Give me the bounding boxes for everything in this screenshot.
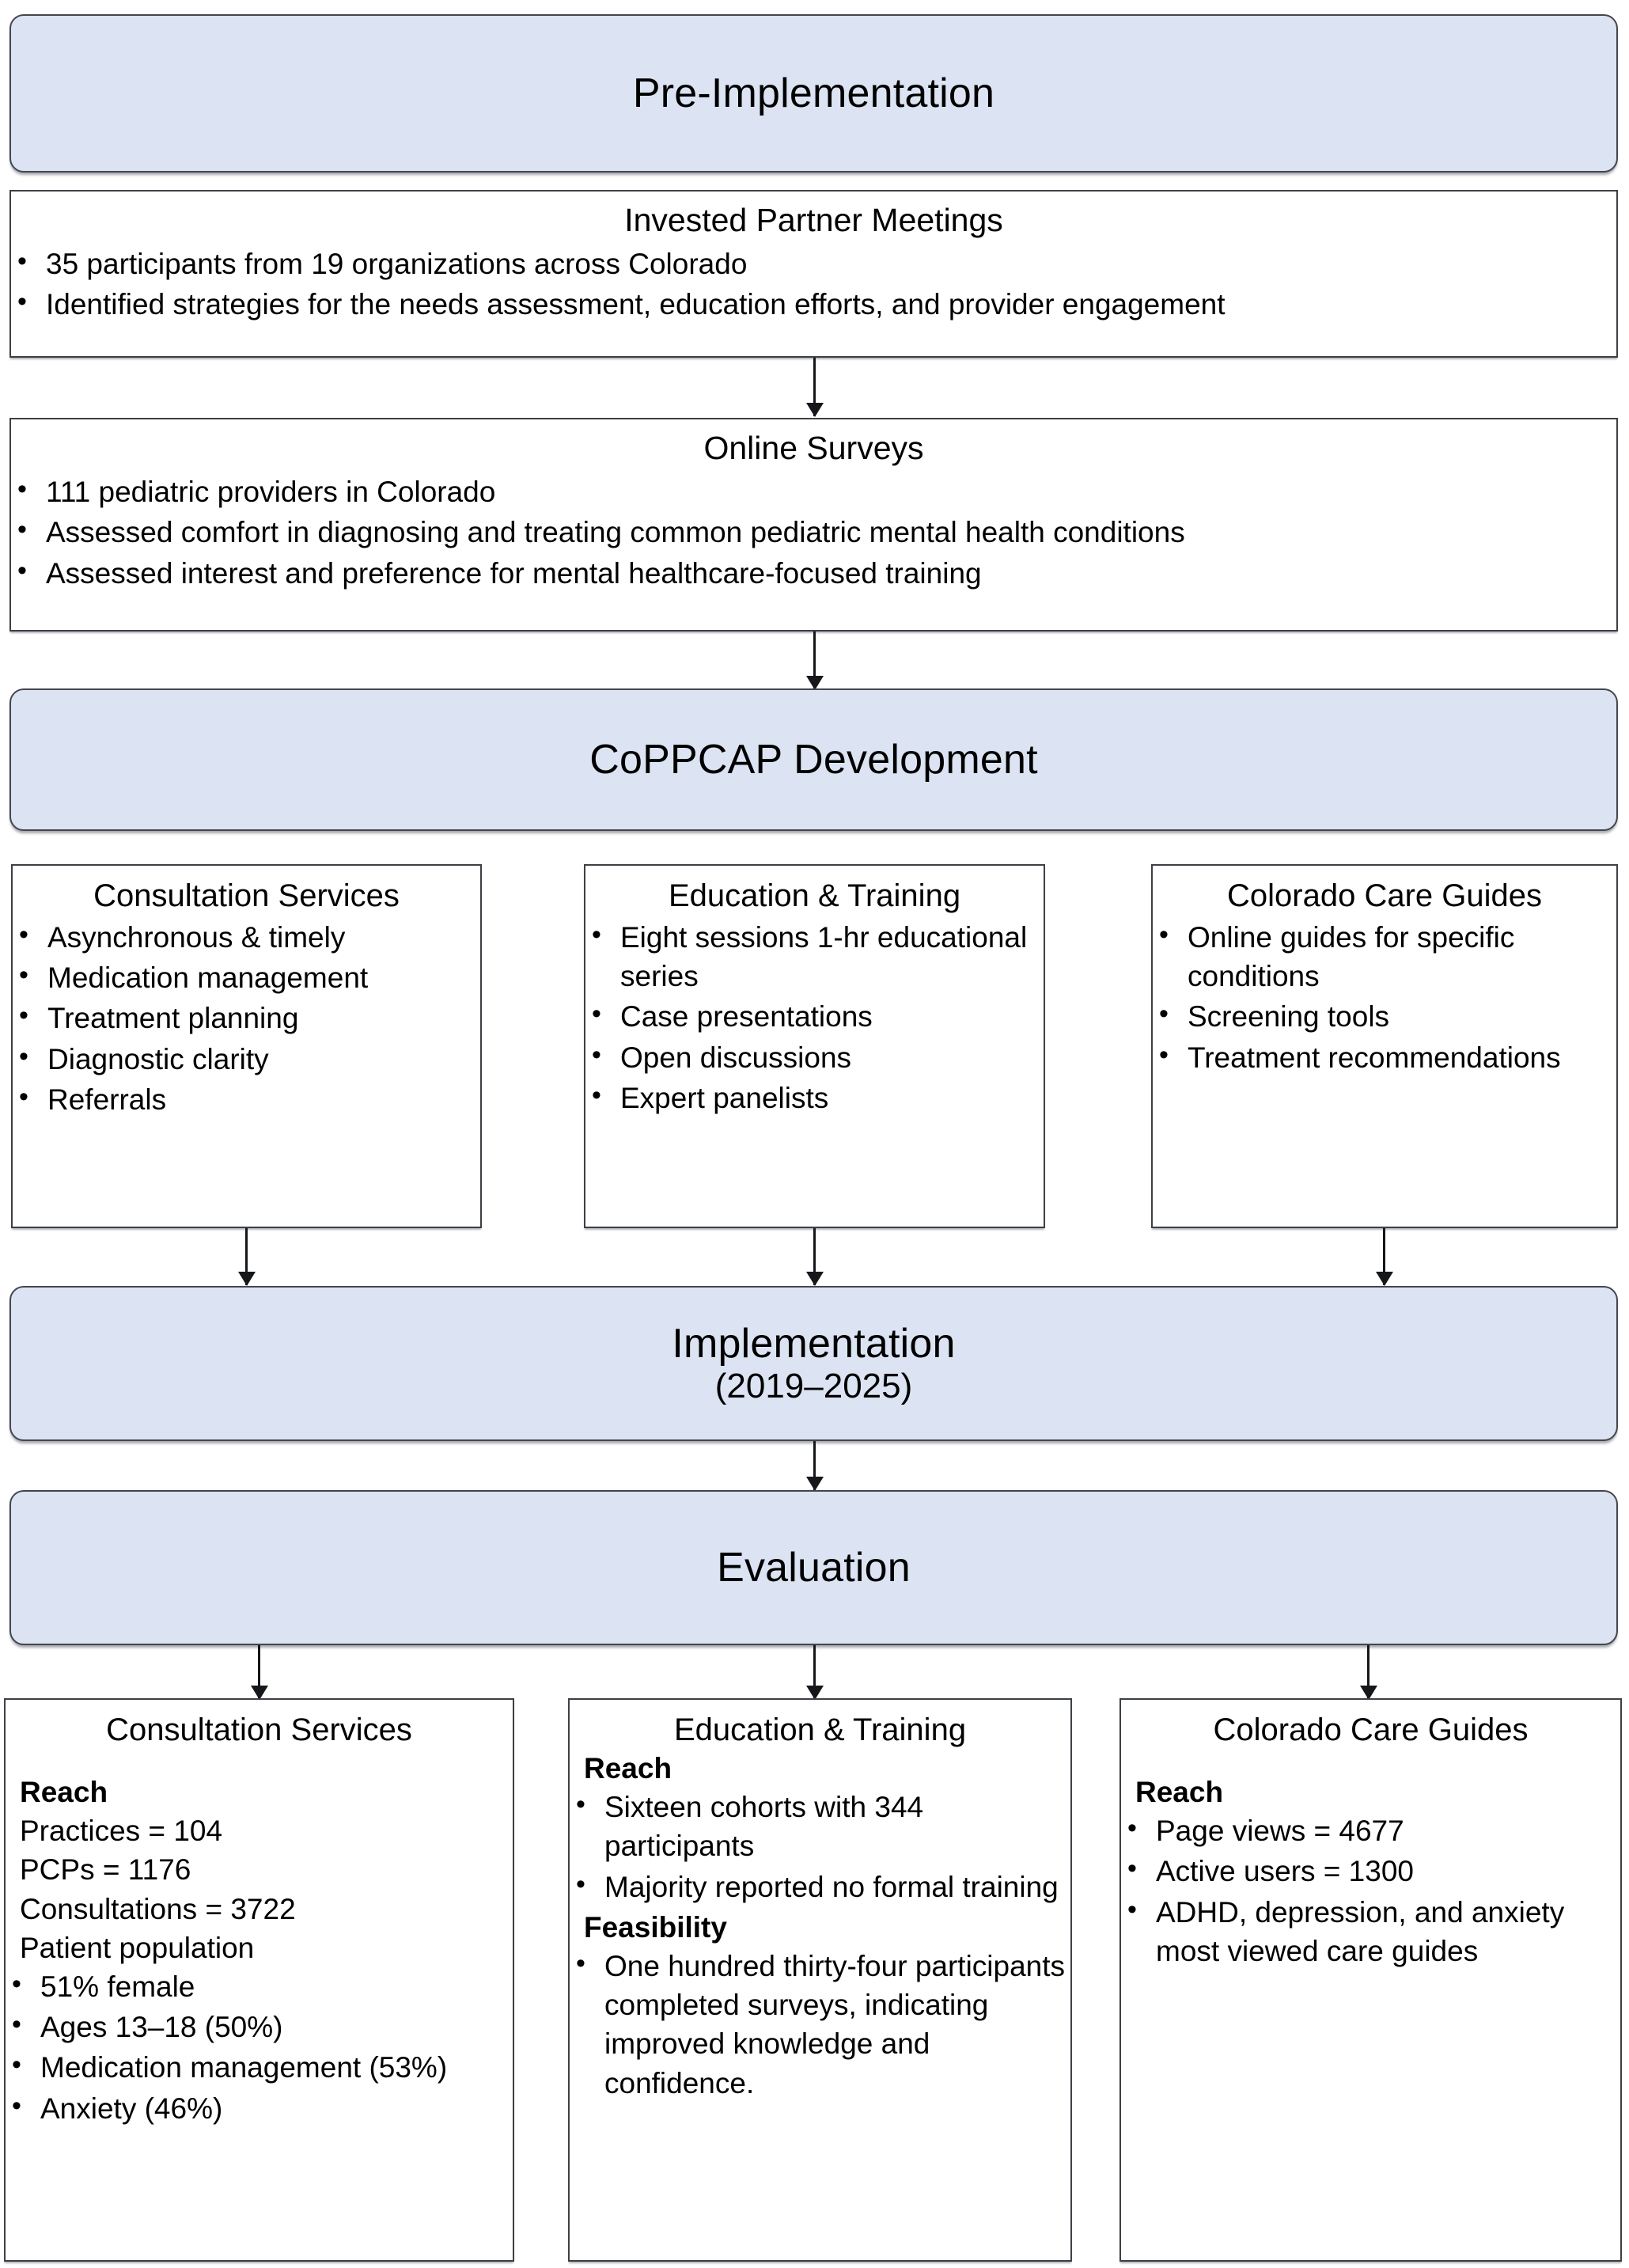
- reach-heading: Reach: [1135, 1776, 1224, 1808]
- box-development-colorado-care-guides: Colorado Care Guides Online guides for s…: [1151, 864, 1618, 1228]
- stage-evaluation-label: Evaluation: [717, 1544, 911, 1591]
- list-item: Anxiety (46%): [6, 2088, 513, 2128]
- stage-implementation: Implementation (2019–2025): [9, 1286, 1618, 1441]
- list-item: Identified strategies for the needs asse…: [11, 284, 1616, 324]
- list-item: 51% female: [6, 1966, 513, 2006]
- stage-pre-implementation-label: Pre-Implementation: [632, 70, 995, 116]
- list-item: Treatment planning: [13, 998, 480, 1037]
- box-invested-partner-meetings-title: Invested Partner Meetings: [624, 202, 1003, 238]
- box-online-surveys-title: Online Surveys: [703, 430, 924, 466]
- list-item: Medication management: [13, 958, 480, 997]
- list-item: Case presentations: [585, 996, 1044, 1036]
- stage-implementation-period: (2019–2025): [714, 1366, 913, 1405]
- list-item: Referrals: [13, 1079, 480, 1119]
- feasibility-heading: Feasibility: [584, 1910, 727, 1944]
- box-invested-partner-meetings-bullets: 35 participants from 19 organizations ac…: [11, 244, 1616, 324]
- stage-implementation-label: Implementation: [672, 1320, 956, 1367]
- box-evaluation-consultation-services: Consultation Services Reach Practices = …: [4, 1698, 514, 2262]
- box-development-education-training-bullets: Eight sessions 1-hr educational series C…: [585, 917, 1044, 1117]
- list-item: Assessed comfort in diagnosing and treat…: [11, 512, 1616, 552]
- box-evaluation-colorado-care-guides: Colorado Care Guides Reach Page views = …: [1119, 1698, 1622, 2262]
- box-development-education-training-title: Education & Training: [668, 878, 961, 913]
- arrow-implementation-to-evaluation: [813, 1441, 816, 1490]
- box-evaluation-colorado-care-guides-bullets: Page views = 4677 Active users = 1300 AD…: [1121, 1811, 1620, 1970]
- list-item: One hundred thirty-four participants com…: [570, 1946, 1070, 2103]
- list-item: 111 pediatric providers in Colorado: [11, 472, 1616, 511]
- education-feasibility-bullets: One hundred thirty-four participants com…: [570, 1946, 1070, 2103]
- box-development-consultation-services: Consultation Services Asynchronous & tim…: [11, 864, 482, 1228]
- list-item: Majority reported no formal training: [570, 1867, 1070, 1906]
- arrow-education-to-implementation: [813, 1228, 816, 1285]
- box-evaluation-colorado-care-guides-title: Colorado Care Guides: [1213, 1712, 1529, 1747]
- list-item: Open discussions: [585, 1037, 1044, 1077]
- list-item: Online guides for specific conditions: [1153, 917, 1616, 996]
- list-item: Medication management (53%): [6, 2047, 513, 2087]
- box-evaluation-consultation-services-bullets: 51% female Ages 13–18 (50%) Medication m…: [6, 1966, 513, 2128]
- reach-heading: Reach: [584, 1752, 672, 1784]
- box-development-consultation-services-bullets: Asynchronous & timely Medication managem…: [13, 917, 480, 1119]
- spacer: [1121, 1752, 1620, 1773]
- metric-practices: Practices = 104: [20, 1815, 223, 1848]
- list-item: Expert panelists: [585, 1078, 1044, 1117]
- list-item: Treatment recommendations: [1153, 1037, 1616, 1077]
- list-item: Active users = 1300: [1121, 1851, 1620, 1891]
- stage-evaluation: Evaluation: [9, 1490, 1618, 1645]
- arrow-consultation-to-implementation: [245, 1228, 248, 1285]
- box-development-education-training: Education & Training Eight sessions 1-hr…: [584, 864, 1045, 1228]
- list-item: Asynchronous & timely: [13, 917, 480, 957]
- metric-pcps: PCPs = 1176: [20, 1853, 191, 1887]
- arrow-evaluation-to-education-results: [813, 1645, 816, 1699]
- box-online-surveys-bullets: 111 pediatric providers in Colorado Asse…: [11, 472, 1616, 593]
- list-item: Page views = 4677: [1121, 1811, 1620, 1850]
- stage-pre-implementation: Pre-Implementation: [9, 14, 1618, 173]
- arrow-evaluation-to-care-guides-results: [1367, 1645, 1369, 1699]
- box-invested-partner-meetings: Invested Partner Meetings 35 participant…: [9, 190, 1618, 358]
- list-item: 35 participants from 19 organizations ac…: [11, 244, 1616, 283]
- list-item: Ages 13–18 (50%): [6, 2007, 513, 2046]
- box-evaluation-education-training-title: Education & Training: [673, 1712, 967, 1747]
- list-item: Eight sessions 1-hr educational series: [585, 917, 1044, 996]
- list-item: Diagnostic clarity: [13, 1039, 480, 1079]
- arrow-evaluation-to-consultation-results: [258, 1645, 260, 1699]
- metric-patient-population: Patient population: [20, 1931, 255, 1964]
- box-evaluation-consultation-services-title: Consultation Services: [106, 1712, 412, 1747]
- list-item: Sixteen cohorts with 344 participants: [570, 1787, 1070, 1865]
- reach-heading: Reach: [20, 1776, 108, 1808]
- list-item: Screening tools: [1153, 996, 1616, 1036]
- box-online-surveys: Online Surveys 111 pediatric providers i…: [9, 418, 1618, 631]
- list-item: ADHD, depression, and anxiety most viewe…: [1121, 1892, 1620, 1970]
- arrow-partner-meetings-to-surveys: [813, 358, 816, 416]
- metric-consultations: Consultations = 3722: [20, 1892, 296, 1925]
- list-item: Assessed interest and preference for men…: [11, 553, 1616, 593]
- box-development-consultation-services-title: Consultation Services: [93, 878, 400, 913]
- stage-coppcap-development-label: CoPPCAP Development: [589, 736, 1038, 783]
- box-development-colorado-care-guides-bullets: Online guides for specific conditions Sc…: [1153, 917, 1616, 1077]
- stage-coppcap-development: CoPPCAP Development: [9, 688, 1618, 831]
- arrow-surveys-to-development: [813, 631, 816, 689]
- box-development-colorado-care-guides-title: Colorado Care Guides: [1227, 878, 1542, 913]
- box-evaluation-education-training: Education & Training Reach Sixteen cohor…: [568, 1698, 1072, 2262]
- arrow-care-guides-to-implementation: [1383, 1228, 1385, 1285]
- education-reach-bullets: Sixteen cohorts with 344 participants Ma…: [570, 1787, 1070, 1906]
- spacer: [6, 1752, 513, 1773]
